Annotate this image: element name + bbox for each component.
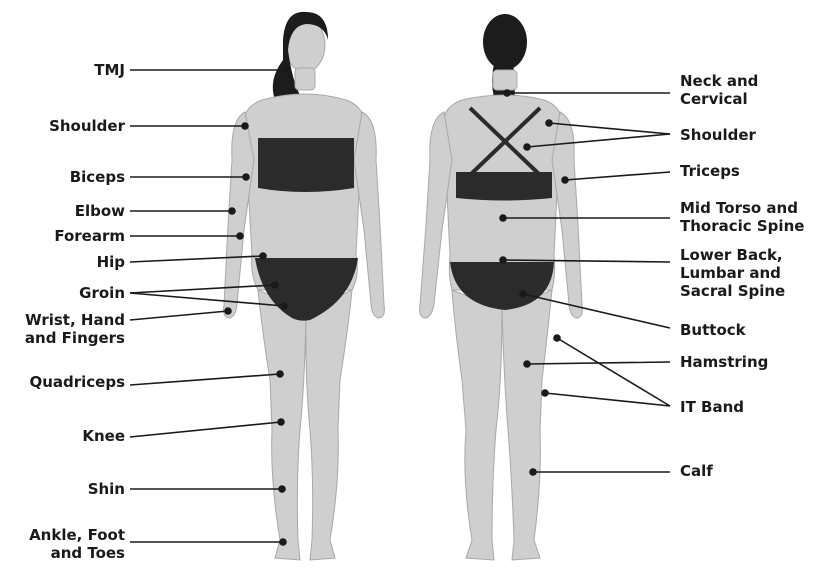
- dot-groin-1: [272, 282, 278, 288]
- back-figure: [420, 14, 583, 560]
- dot-shoulder-back-2: [524, 144, 530, 150]
- dot-forearm: [237, 233, 243, 239]
- dot-shin: [279, 486, 285, 492]
- label-calf: Calf: [680, 462, 713, 480]
- dot-hamstring: [524, 361, 530, 367]
- line-triceps: [565, 172, 670, 180]
- line-knee: [130, 422, 281, 437]
- line-hip: [130, 256, 263, 262]
- dot-itband-2: [542, 390, 548, 396]
- dot-hip: [260, 253, 266, 259]
- dot-shoulder-back-1: [546, 120, 552, 126]
- back-left-leg: [452, 290, 502, 560]
- label-it-band: IT Band: [680, 398, 744, 416]
- leader-lines: [130, 67, 670, 545]
- dot-wrist: [225, 308, 231, 314]
- dot-quads: [277, 371, 283, 377]
- dot-midtorso: [500, 215, 506, 221]
- label-mid-torso-thoracic-spine: Mid Torso and Thoracic Spine: [680, 199, 804, 235]
- label-ankle-foot-toes: Ankle, Foot and Toes: [29, 526, 125, 562]
- back-top-band: [456, 172, 552, 201]
- line-wrist: [130, 311, 228, 320]
- label-elbow: Elbow: [75, 202, 125, 220]
- line-quads: [130, 374, 280, 385]
- dot-biceps: [243, 174, 249, 180]
- label-wrist-hand-fingers: Wrist, Hand and Fingers: [25, 311, 125, 347]
- front-top: [258, 138, 354, 192]
- dot-tmj: [283, 67, 289, 73]
- dot-itband-1: [554, 335, 560, 341]
- back-right-leg: [502, 290, 552, 560]
- label-neck-cervical: Neck and Cervical: [680, 72, 758, 108]
- label-quadriceps: Quadriceps: [29, 373, 125, 391]
- label-lower-back-lumbar-sacral: Lower Back, Lumbar and Sacral Spine: [680, 246, 785, 300]
- dot-shoulder-front: [242, 123, 248, 129]
- dot-calf: [530, 469, 536, 475]
- dot-triceps: [562, 177, 568, 183]
- front-right-arm: [354, 112, 384, 318]
- label-tmj: TMJ: [94, 61, 125, 79]
- label-triceps: Triceps: [680, 162, 740, 180]
- label-knee: Knee: [82, 427, 125, 445]
- dot-neck: [504, 90, 510, 96]
- front-right-leg: [306, 290, 352, 560]
- dot-elbow: [229, 208, 235, 214]
- label-biceps: Biceps: [70, 168, 125, 186]
- label-forearm: Forearm: [54, 227, 125, 245]
- dot-lowerback: [500, 257, 506, 263]
- front-neck: [295, 68, 315, 90]
- dot-groin-2: [281, 303, 287, 309]
- dot-buttock: [520, 291, 526, 297]
- label-shoulder-front: Shoulder: [49, 117, 125, 135]
- back-left-arm: [420, 112, 452, 318]
- dot-ankle: [280, 539, 286, 545]
- dot-knee: [278, 419, 284, 425]
- line-groin-1: [130, 285, 275, 293]
- label-hip: Hip: [97, 253, 125, 271]
- label-shoulder-back: Shoulder: [680, 126, 756, 144]
- label-groin: Groin: [79, 284, 125, 302]
- label-hamstring: Hamstring: [680, 353, 768, 371]
- label-shin: Shin: [88, 480, 125, 498]
- label-buttock: Buttock: [680, 321, 746, 339]
- back-neck: [493, 70, 517, 90]
